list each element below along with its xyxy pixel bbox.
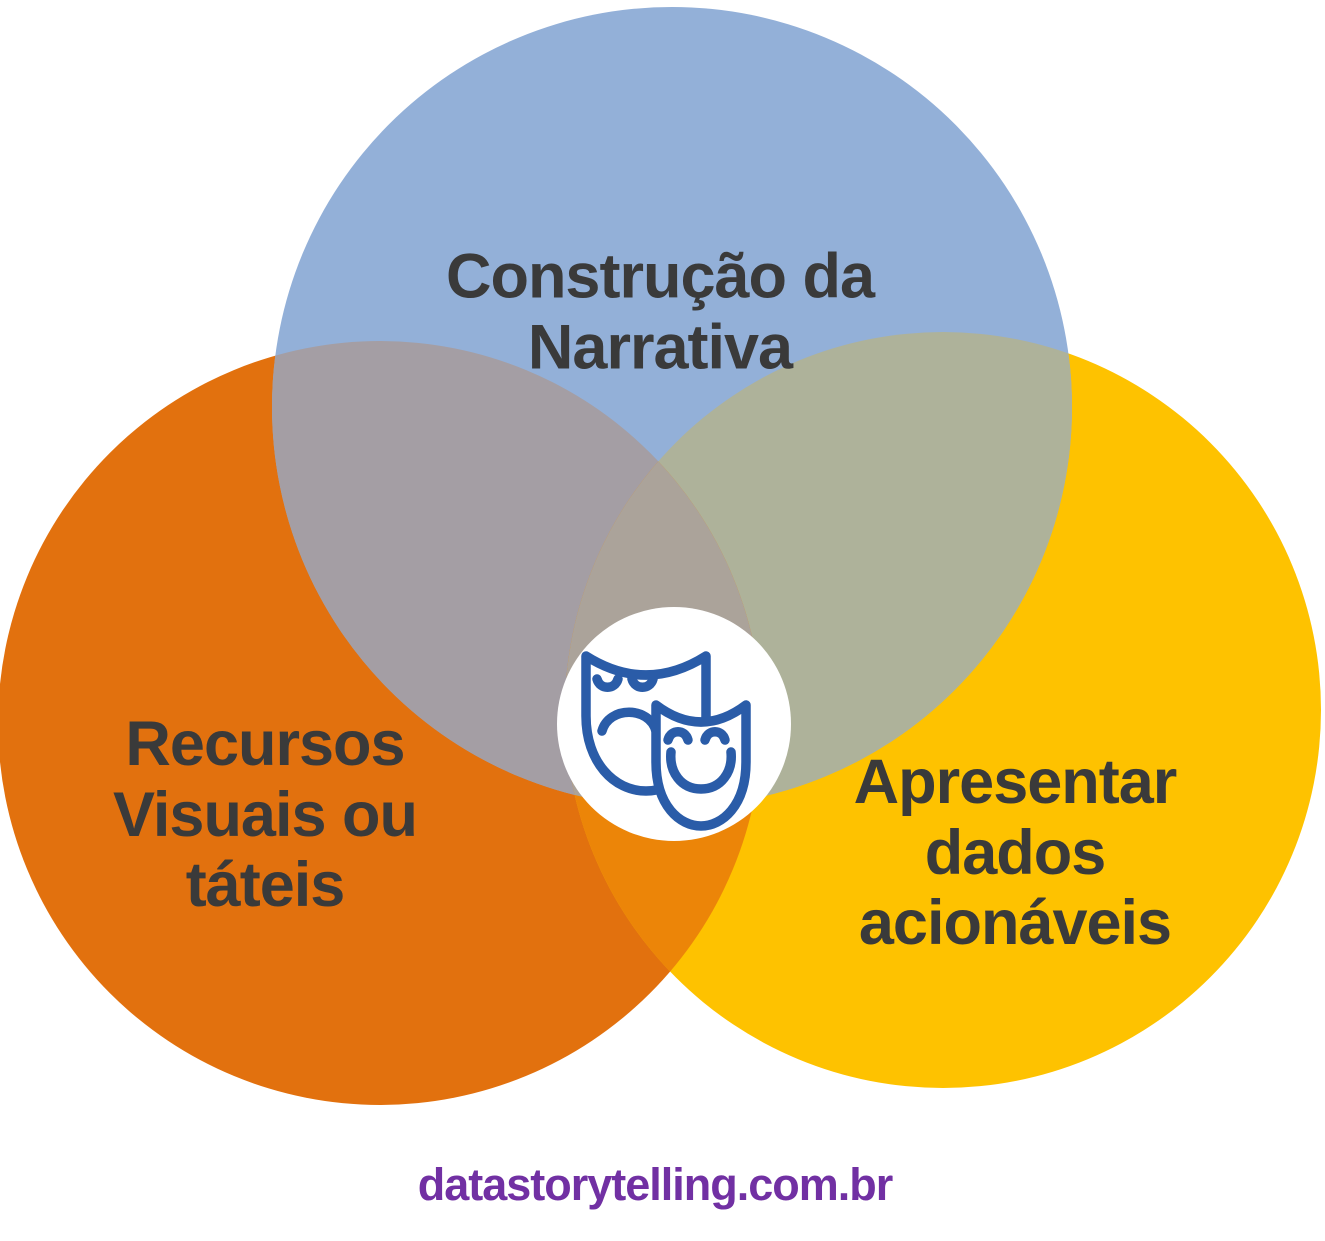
footer-site-url: datastorytelling.com.br xyxy=(417,1159,894,1210)
label-visual-resources: Recursos Visuais ou táteis xyxy=(113,709,418,921)
comedy-face xyxy=(663,727,736,794)
theater-masks-icon xyxy=(581,651,751,831)
label-narrative: Construção da Narrativa xyxy=(445,241,875,382)
label-actionable-data: Apresentar dados acionáveis xyxy=(853,747,1178,959)
